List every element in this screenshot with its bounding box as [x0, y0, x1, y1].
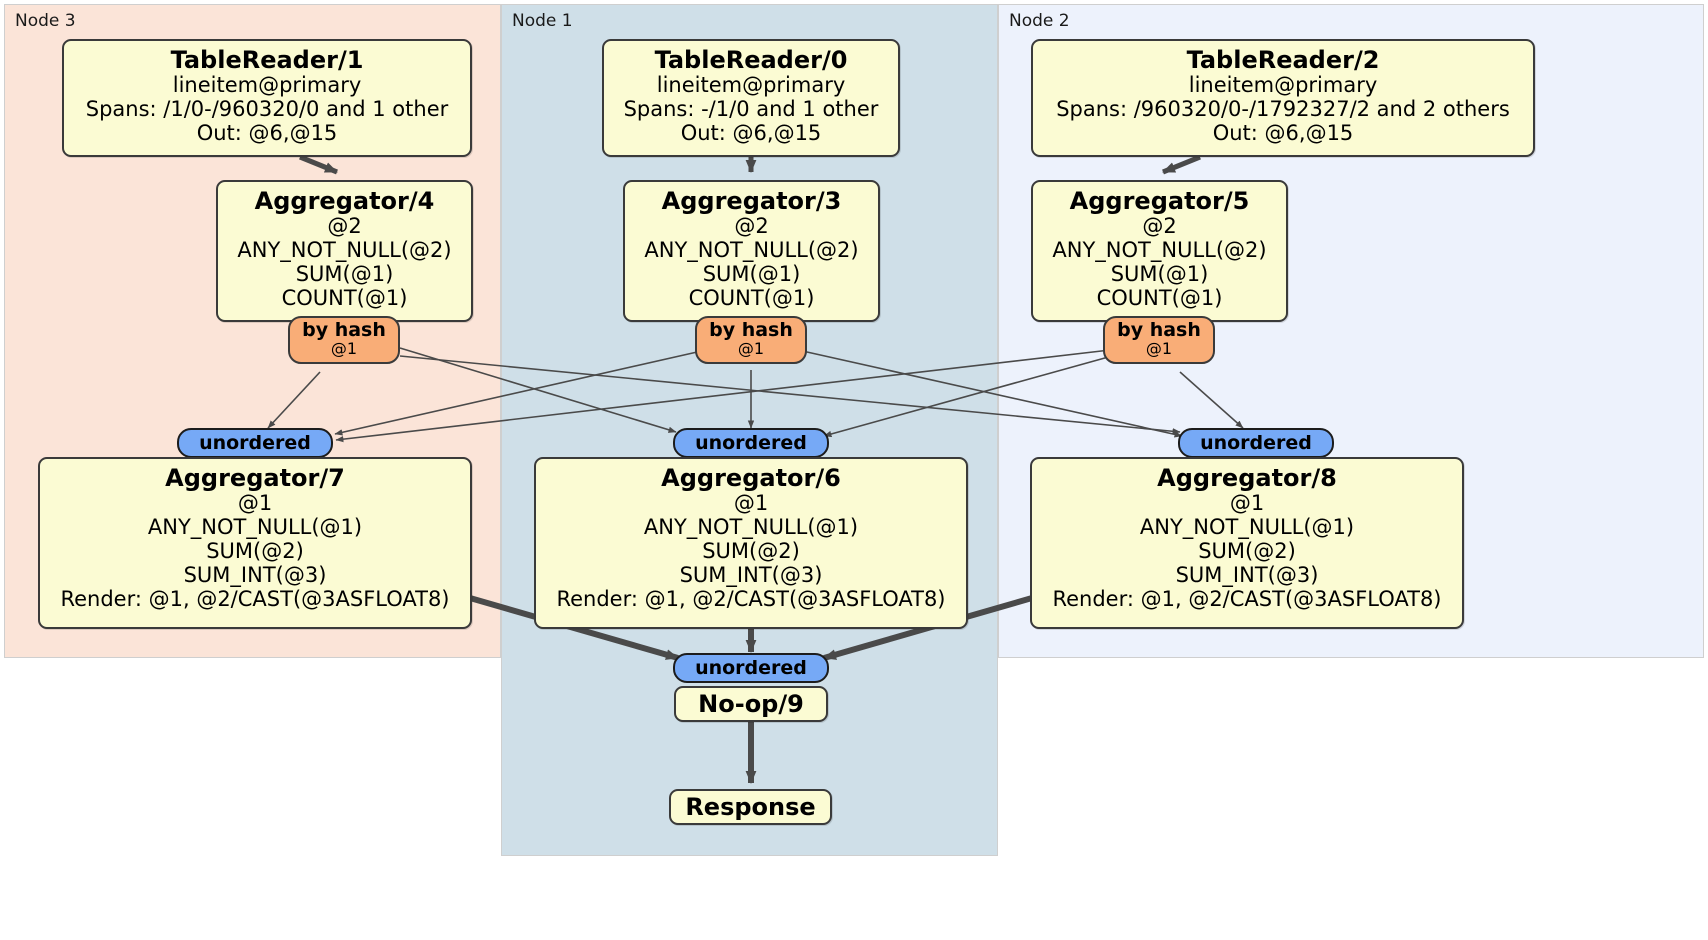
processor-title: Aggregator/7	[165, 464, 345, 492]
output-router-by-hash-aggregator-3[interactable]: by hash @1	[695, 316, 807, 364]
processor-title: TableReader/0	[654, 46, 848, 74]
processor-title: No-op/9	[698, 690, 804, 718]
router-title: by hash	[1117, 319, 1201, 341]
processor-detail-line: COUNT(@1)	[1096, 286, 1223, 311]
processor-aggregator-7[interactable]: Aggregator/7 @1 ANY_NOT_NULL(@1) SUM(@2)…	[38, 457, 472, 629]
processor-detail-line: @1	[1229, 491, 1265, 516]
processor-table-reader-2[interactable]: TableReader/2 lineitem@primary Spans: /9…	[1031, 39, 1535, 157]
processor-detail-line: lineitem@primary	[1188, 73, 1378, 98]
processor-detail-line: lineitem@primary	[172, 73, 362, 98]
processor-title: Aggregator/4	[254, 187, 435, 215]
router-column: @1	[1145, 338, 1173, 358]
processor-detail-line: SUM_INT(@3)	[183, 563, 327, 588]
processor-table-reader-0[interactable]: TableReader/0 lineitem@primary Spans: -/…	[602, 39, 900, 157]
processor-title: Response	[685, 793, 816, 821]
node-panel-label-node3: Node 3	[15, 11, 76, 31]
processor-aggregator-5[interactable]: Aggregator/5 @2 ANY_NOT_NULL(@2) SUM(@1)…	[1031, 180, 1288, 322]
processor-detail-line: Out: @6,@15	[1212, 121, 1354, 146]
processor-detail-line: @2	[734, 214, 769, 239]
output-router-by-hash-aggregator-4[interactable]: by hash @1	[288, 316, 400, 364]
processor-detail-line: @1	[733, 491, 769, 516]
processor-title: Aggregator/5	[1069, 187, 1250, 215]
processor-render-line: Render: @1, @2/CAST(@3ASFLOAT8)	[60, 587, 450, 612]
router-column: @1	[330, 338, 358, 358]
processor-aggregator-4[interactable]: Aggregator/4 @2 ANY_NOT_NULL(@2) SUM(@1)…	[216, 180, 473, 322]
processor-detail-line: COUNT(@1)	[688, 286, 815, 311]
processor-detail-line: SUM_INT(@3)	[679, 563, 823, 588]
output-router-by-hash-aggregator-5[interactable]: by hash @1	[1103, 316, 1215, 364]
processor-detail-line: ANY_NOT_NULL(@2)	[644, 238, 859, 263]
input-sync-unordered-aggregator-7[interactable]: unordered	[177, 428, 333, 458]
router-title: by hash	[709, 319, 793, 341]
input-sync-unordered-aggregator-6[interactable]: unordered	[673, 428, 829, 458]
processor-detail-line: SUM(@1)	[295, 262, 394, 287]
processor-detail-line: Spans: /960320/0-/1792327/2 and 2 others	[1056, 97, 1510, 122]
processor-aggregator-3[interactable]: Aggregator/3 @2 ANY_NOT_NULL(@2) SUM(@1)…	[623, 180, 880, 322]
processor-detail-line: Out: @6,@15	[680, 121, 822, 146]
router-column: @1	[737, 338, 765, 358]
processor-detail-line: ANY_NOT_NULL(@1)	[643, 515, 859, 540]
processor-detail-line: SUM(@2)	[206, 539, 304, 564]
processor-render-line: Render: @1, @2/CAST(@3ASFLOAT8)	[1052, 587, 1442, 612]
processor-detail-line: Out: @6,@15	[196, 121, 338, 146]
processor-title: Aggregator/3	[661, 187, 842, 215]
processor-detail-line: ANY_NOT_NULL(@2)	[237, 238, 452, 263]
input-sync-unordered-noop-9[interactable]: unordered	[673, 653, 829, 683]
processor-detail-line: @2	[327, 214, 362, 239]
processor-detail-line: SUM(@1)	[1110, 262, 1209, 287]
processor-detail-line: ANY_NOT_NULL(@2)	[1052, 238, 1267, 263]
processor-detail-line: ANY_NOT_NULL(@1)	[147, 515, 363, 540]
processor-aggregator-6[interactable]: Aggregator/6 @1 ANY_NOT_NULL(@1) SUM(@2)…	[534, 457, 968, 629]
processor-title: Aggregator/6	[661, 464, 841, 492]
processor-title: TableReader/2	[1186, 46, 1380, 74]
processor-response[interactable]: Response	[669, 789, 832, 825]
processor-detail-line: @1	[237, 491, 273, 516]
node-panel-label-node2: Node 2	[1009, 11, 1070, 31]
processor-render-line: Render: @1, @2/CAST(@3ASFLOAT8)	[556, 587, 946, 612]
processor-detail-line: Spans: -/1/0 and 1 other	[623, 97, 879, 122]
node-panel-label-node1: Node 1	[512, 11, 573, 31]
processor-detail-line: SUM_INT(@3)	[1175, 563, 1319, 588]
processor-table-reader-1[interactable]: TableReader/1 lineitem@primary Spans: /1…	[62, 39, 472, 157]
processor-detail-line: SUM(@2)	[702, 539, 800, 564]
processor-detail-line: SUM(@2)	[1198, 539, 1296, 564]
router-title: by hash	[302, 319, 386, 341]
processor-detail-line: ANY_NOT_NULL(@1)	[1139, 515, 1355, 540]
input-sync-unordered-aggregator-8[interactable]: unordered	[1178, 428, 1334, 458]
processor-detail-line: SUM(@1)	[702, 262, 801, 287]
processor-detail-line: Spans: /1/0-/960320/0 and 1 other	[85, 97, 449, 122]
processor-noop-9[interactable]: No-op/9	[674, 686, 828, 722]
processor-aggregator-8[interactable]: Aggregator/8 @1 ANY_NOT_NULL(@1) SUM(@2)…	[1030, 457, 1464, 629]
processor-title: TableReader/1	[170, 46, 364, 74]
processor-title: Aggregator/8	[1157, 464, 1337, 492]
processor-detail-line: @2	[1142, 214, 1177, 239]
processor-detail-line: lineitem@primary	[656, 73, 846, 98]
processor-detail-line: COUNT(@1)	[281, 286, 408, 311]
